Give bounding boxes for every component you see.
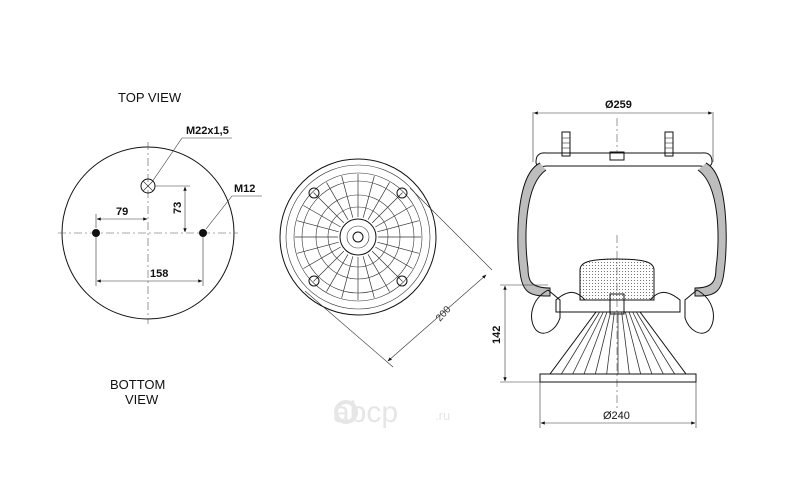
bellow-right-wall <box>694 162 727 297</box>
watermark-brand: abcp <box>333 396 398 429</box>
piston-ribs <box>295 174 421 300</box>
bottom-view-label-line1: BOTTOM <box>110 377 165 392</box>
piston-outer-rim <box>279 158 437 316</box>
stud-right-icon <box>199 229 207 237</box>
watermark-logo-icon <box>334 400 358 424</box>
bellow-left-wall <box>517 162 551 297</box>
top-stud-icon <box>561 131 674 157</box>
stud-left-icon <box>92 229 100 237</box>
dim-height: 142 <box>491 326 503 344</box>
air-spring-side-view: Ø259 <box>491 99 727 428</box>
watermark: abcp .ru <box>333 396 450 429</box>
dim-thread-center: M22x1,5 <box>186 125 229 137</box>
dim-offset-y: 73 <box>172 202 184 214</box>
dim-stud-spacing: 158 <box>150 268 168 280</box>
dim-diagonal: 200 <box>434 304 454 324</box>
bottom-view-label-line2: VIEW <box>125 392 159 407</box>
dim-offset-x: 79 <box>116 206 128 218</box>
dim-thread-side: M12 <box>234 183 255 195</box>
watermark-domain: .ru <box>435 408 450 423</box>
piston-base-plate <box>539 373 697 383</box>
dim-line-diagonal <box>387 274 487 362</box>
dim-top-diameter: Ø259 <box>605 99 632 111</box>
piston-cap <box>555 292 681 313</box>
piston-side-ribs <box>560 311 676 375</box>
top-view-label: TOP VIEW <box>118 90 182 105</box>
dim-base-diameter: Ø240 <box>603 410 630 422</box>
leader-thread-side <box>205 195 262 230</box>
piston-bottom-view: 200 <box>279 158 493 368</box>
top-view-drawing: TOP VIEW BOTTOM VIEW M22x1,5 M12 73 <box>58 90 262 407</box>
leader-thread-center <box>151 137 232 183</box>
